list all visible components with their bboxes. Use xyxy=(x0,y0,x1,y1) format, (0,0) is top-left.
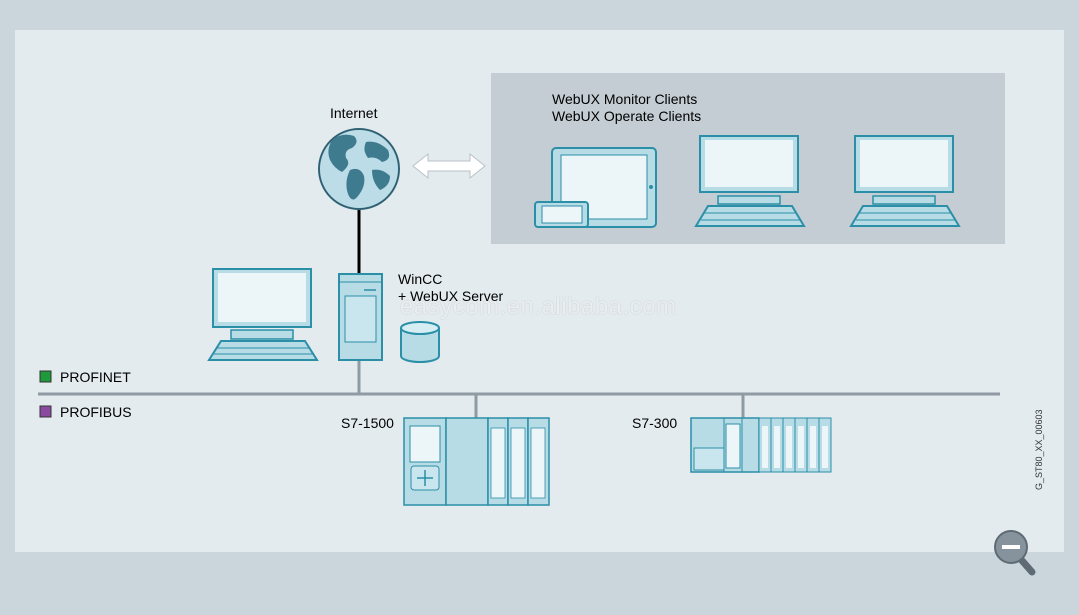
server-label-webux: + WebUX Server xyxy=(398,288,504,304)
s71500-label: S7-1500 xyxy=(341,415,394,431)
clients-label-operate: WebUX Operate Clients xyxy=(552,108,702,124)
double-arrow-icon xyxy=(412,152,486,180)
database-icon xyxy=(400,321,440,363)
profibus-label: PROFIBUS xyxy=(60,404,132,420)
profinet-legend-swatch xyxy=(39,370,52,383)
clients-label-monitor: WebUX Monitor Clients xyxy=(552,91,698,107)
globe-icon xyxy=(318,128,400,210)
desktop-icon xyxy=(849,135,961,227)
server-label-wincc: WinCC xyxy=(398,271,443,287)
desktop-icon xyxy=(207,268,319,361)
server-tower-icon xyxy=(338,273,383,361)
watermark-text: easycom.en.alibaba.com xyxy=(400,293,677,320)
figure-id-label: G_ST80_XX_00603 xyxy=(1034,409,1044,490)
profinet-label: PROFINET xyxy=(60,369,131,385)
s7300-label: S7-300 xyxy=(632,415,678,431)
plc-icon xyxy=(690,417,832,473)
profibus-legend-swatch xyxy=(39,405,52,418)
internet-label: Internet xyxy=(330,105,378,121)
smartphone-icon xyxy=(534,201,589,228)
plc-icon xyxy=(403,417,550,506)
zoom-out-icon[interactable] xyxy=(992,528,1040,578)
desktop-icon xyxy=(694,135,806,227)
